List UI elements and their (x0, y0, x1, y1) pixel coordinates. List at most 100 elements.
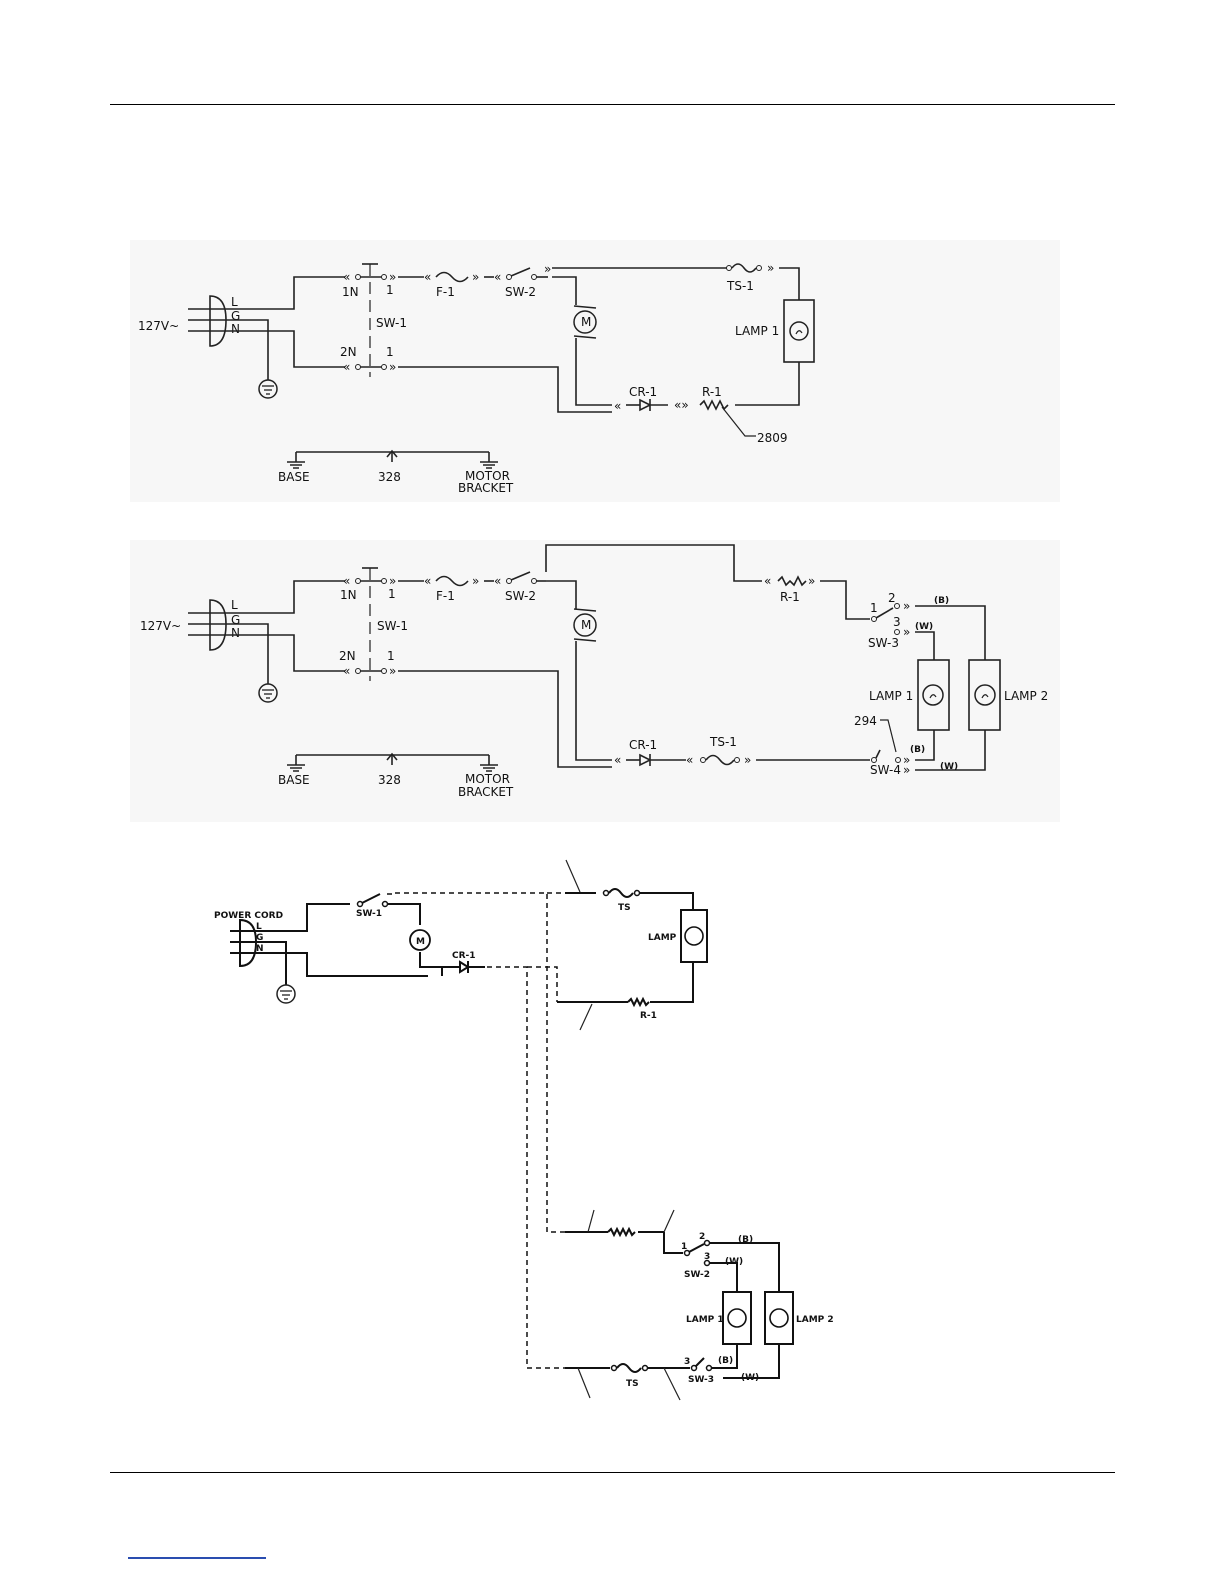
svg-text:«: « (424, 574, 431, 588)
d1-ground-icon (258, 379, 278, 399)
svg-text:328: 328 (378, 773, 401, 787)
svg-text:BRACKET: BRACKET (458, 785, 514, 799)
svg-text:1: 1 (388, 587, 396, 601)
svg-text:(W): (W) (741, 1373, 759, 1383)
svg-text:«: « (494, 574, 501, 588)
svg-text:BRACKET: BRACKET (458, 481, 514, 495)
svg-text:(W): (W) (915, 622, 933, 632)
svg-text:R-1: R-1 (640, 1011, 657, 1021)
svg-text:«: « (614, 753, 621, 767)
svg-text:»: » (767, 261, 774, 275)
d1-resistor-icon (699, 399, 729, 411)
svg-text:M: M (416, 937, 425, 947)
svg-text:M: M (581, 618, 591, 632)
svg-text:»: » (903, 763, 910, 777)
svg-text:TS: TS (626, 1379, 639, 1389)
svg-text:»: » (903, 753, 910, 767)
svg-text:TS-1: TS-1 (726, 279, 754, 293)
svg-text:SW-3: SW-3 (688, 1375, 714, 1385)
svg-text:«: « (764, 574, 771, 588)
d1-thermal-icon (731, 263, 757, 273)
svg-text:2: 2 (888, 591, 896, 605)
d2-callout: 294 (854, 714, 877, 728)
diagram1-panel (130, 240, 1060, 502)
svg-text:»: » (903, 599, 910, 613)
svg-text:1N: 1N (342, 285, 359, 299)
d3-diode-icon (459, 960, 470, 974)
footer-link-underline[interactable] (128, 1557, 266, 1559)
svg-text:F-1: F-1 (436, 589, 455, 603)
d2-sw1-label: SW-1 (377, 619, 408, 633)
d1-callout: 2809 (757, 431, 788, 445)
svg-text:CR-1: CR-1 (629, 385, 657, 399)
svg-text:MOTOR: MOTOR (465, 469, 510, 483)
svg-text:(B): (B) (738, 1235, 753, 1245)
d2-diode-icon (639, 753, 652, 767)
svg-text:LAMP 1: LAMP 1 (735, 324, 779, 338)
diagram2: 127V~ L G N 1N 1 2N 1 SW-1 « « » » « » F… (140, 544, 1048, 799)
svg-text:BASE: BASE (278, 773, 310, 787)
svg-text:LAMP: LAMP (648, 933, 677, 943)
svg-text:L: L (256, 922, 262, 932)
svg-text:3: 3 (704, 1252, 710, 1262)
d2-voltage: 127V~ (140, 619, 181, 633)
svg-text:»: » (744, 753, 751, 767)
svg-text:SW-1: SW-1 (356, 909, 382, 919)
svg-text:3: 3 (893, 615, 901, 629)
svg-text:LAMP 1: LAMP 1 (686, 1315, 724, 1325)
svg-text:N: N (231, 626, 240, 640)
diagram1: 127V~ L G N 1N 1 2N 1 SW-1 « « » » « » F… (138, 261, 815, 495)
svg-text:1: 1 (681, 1242, 687, 1252)
header-rule (110, 104, 1115, 105)
svg-text:LAMP 2: LAMP 2 (1004, 689, 1048, 703)
diagram2-panel (130, 540, 1060, 822)
d1-plug-icon (209, 295, 227, 347)
d3-thermal-icon (608, 888, 634, 898)
svg-text:»: » (389, 664, 396, 678)
svg-text:«: « (686, 753, 693, 767)
d2-plug-icon (209, 599, 227, 651)
d3-thermal-bottom-icon (616, 1363, 642, 1373)
diagram3: POWER CORD L G N SW-1 M CR-1 (214, 859, 834, 1401)
svg-text:CR-1: CR-1 (629, 738, 657, 752)
svg-text:»: » (389, 360, 396, 374)
svg-text:LAMP 1: LAMP 1 (869, 689, 913, 703)
svg-text:1: 1 (387, 649, 395, 663)
svg-text:(B): (B) (910, 745, 925, 755)
svg-text:2: 2 (699, 1232, 705, 1242)
svg-text:N: N (231, 322, 240, 336)
d2-resistor-icon (777, 575, 807, 587)
svg-text:«: « (343, 664, 350, 678)
svg-text:POWER CORD: POWER CORD (214, 911, 283, 921)
svg-text:M: M (581, 315, 591, 329)
svg-text:2N: 2N (340, 345, 357, 359)
svg-text:(B): (B) (718, 1356, 733, 1366)
d3-ground-icon (276, 984, 296, 1004)
svg-text:LAMP 2: LAMP 2 (796, 1315, 834, 1325)
svg-text:G: G (231, 613, 240, 627)
svg-text:TS: TS (618, 903, 631, 913)
svg-text:«»: «» (674, 398, 689, 412)
svg-text:L: L (231, 598, 238, 612)
svg-text:»: » (472, 270, 479, 284)
svg-text:(B): (B) (934, 596, 949, 606)
svg-text:»: » (389, 574, 396, 588)
svg-text:1: 1 (386, 345, 394, 359)
svg-text:SW-2: SW-2 (505, 285, 536, 299)
svg-text:2N: 2N (339, 649, 356, 663)
svg-text:1N: 1N (340, 588, 357, 602)
svg-text:SW-3: SW-3 (868, 636, 899, 650)
svg-text:»: » (808, 574, 815, 588)
svg-text:«: « (343, 270, 350, 284)
d1-diode-icon (639, 398, 652, 412)
svg-text:CR-1: CR-1 (452, 951, 476, 961)
svg-text:SW-2: SW-2 (684, 1270, 710, 1280)
d2-fuse-icon (435, 575, 469, 587)
d1-motor-icon (573, 310, 597, 334)
svg-text:TS-1: TS-1 (709, 735, 737, 749)
svg-text:»: » (472, 574, 479, 588)
svg-text:G: G (256, 933, 263, 943)
svg-text:F-1: F-1 (436, 285, 455, 299)
svg-text:1: 1 (870, 601, 878, 615)
